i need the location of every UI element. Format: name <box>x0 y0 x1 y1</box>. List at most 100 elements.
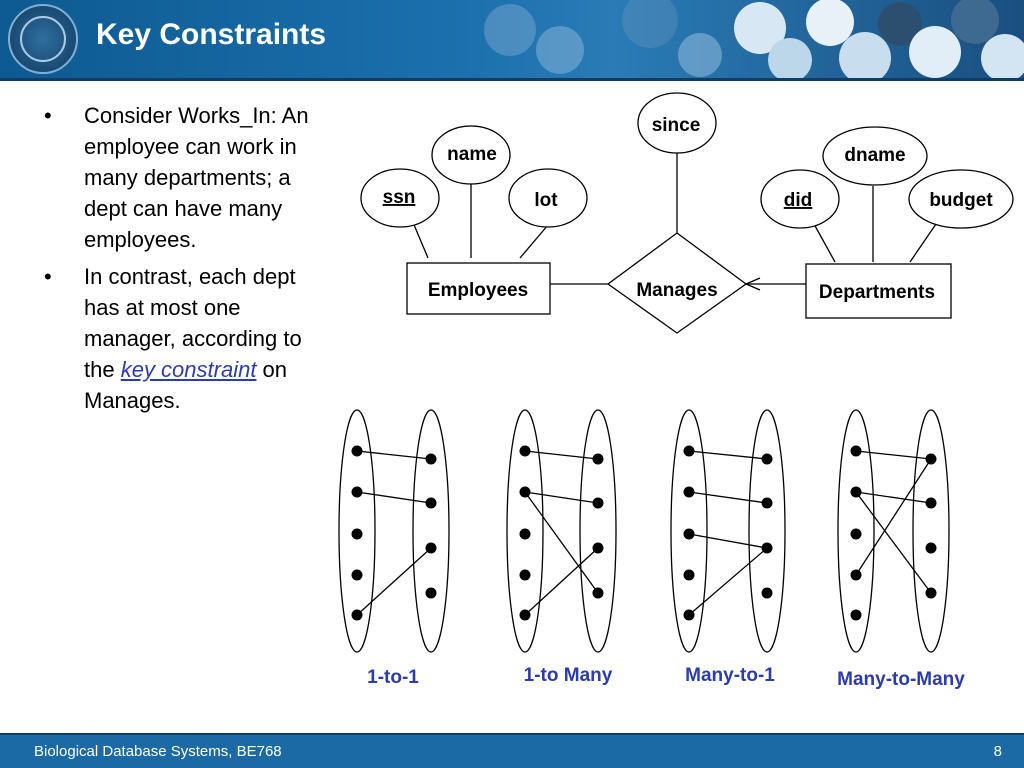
left-element-dot <box>683 528 695 540</box>
mapping-line <box>356 450 432 460</box>
left-element-dot <box>519 609 531 621</box>
label-many-to-one: Many-to-1 <box>685 665 775 686</box>
left-set-ellipse <box>837 409 875 653</box>
left-element-dot <box>850 569 862 581</box>
right-element-dot <box>925 453 937 465</box>
left-set-ellipse <box>338 409 376 653</box>
label-one-to-one: 1-to-1 <box>367 667 419 688</box>
mapping-line <box>524 491 599 504</box>
attribute-did <box>760 169 840 229</box>
mapping-line <box>524 450 599 460</box>
er-diagram: since name ssn lot dname did budget Empl… <box>338 92 1014 690</box>
mapping-line <box>356 547 432 616</box>
cardinality-one-to-one <box>338 409 450 653</box>
bullet-text-pre: In contrast, each dept has at most one m… <box>84 264 302 382</box>
right-element-dot <box>425 497 437 509</box>
right-element-dot <box>925 542 937 554</box>
right-element-dot <box>425 453 437 465</box>
mapping-line <box>855 491 932 594</box>
attribute-ssn <box>360 168 440 228</box>
seal-inner-ring <box>20 16 66 62</box>
left-element-dot <box>850 528 862 540</box>
mapping-line <box>688 533 768 549</box>
key-constraint-link[interactable]: key constraint <box>120 357 257 382</box>
right-element-dot <box>592 542 604 554</box>
left-element-dot <box>683 609 695 621</box>
bullet-item-key-constraint: • In contrast, each dept has at most one… <box>40 261 325 416</box>
right-element-dot <box>592 497 604 509</box>
molecule-banner-decoration <box>484 0 1024 78</box>
label-did: did <box>784 190 813 211</box>
left-element-dot <box>351 486 363 498</box>
label-departments: Departments <box>819 282 935 303</box>
footer-course: Biological Database Systems, BE768 <box>34 743 282 760</box>
right-set-ellipse <box>912 409 950 653</box>
relationship-manages <box>606 232 748 334</box>
mapping-line <box>855 491 932 504</box>
cardinality-examples <box>338 409 950 653</box>
bullet-dot: • <box>44 103 52 128</box>
right-element-dot <box>761 453 773 465</box>
label-lot: lot <box>534 190 558 211</box>
slide-header: Key Constraints <box>0 0 1024 81</box>
right-element-dot <box>761 497 773 509</box>
left-element-dot <box>519 528 531 540</box>
right-element-dot <box>592 453 604 465</box>
mapping-line <box>688 491 768 504</box>
mapping-line <box>855 458 932 576</box>
slide-title: Key Constraints <box>96 18 327 51</box>
label-one-to-many: 1-to Many <box>524 665 613 686</box>
mapping-line <box>356 491 432 504</box>
left-element-dot <box>519 569 531 581</box>
cardinality-many-to-one <box>670 409 786 653</box>
left-element-dot <box>683 569 695 581</box>
label-dname: dname <box>844 145 905 166</box>
left-element-dot <box>519 445 531 457</box>
university-seal-logo <box>8 4 78 74</box>
footer-page-number: 8 <box>993 743 1002 760</box>
mapping-line <box>524 491 599 594</box>
cardinality-one-to-many <box>506 409 617 653</box>
right-set-ellipse <box>412 409 450 653</box>
left-element-dot <box>351 528 363 540</box>
label-name: name <box>447 144 497 165</box>
right-element-dot <box>425 542 437 554</box>
label-manages: Manages <box>636 280 717 301</box>
bullet-item-works-in: • Consider Works_In: An employee can wor… <box>40 100 325 255</box>
bullet-list: • Consider Works_In: An employee can wor… <box>40 100 325 422</box>
left-set-ellipse <box>670 409 708 653</box>
right-element-dot <box>425 587 437 599</box>
right-element-dot <box>761 587 773 599</box>
right-element-dot <box>592 587 604 599</box>
mapping-line <box>855 450 932 460</box>
attribute-budget <box>908 169 1014 229</box>
left-element-dot <box>850 445 862 457</box>
label-ssn: ssn <box>383 187 416 208</box>
mapping-line <box>524 547 599 616</box>
attribute-name <box>431 125 511 185</box>
label-since: since <box>652 115 701 136</box>
left-element-dot <box>351 609 363 621</box>
right-set-ellipse <box>748 409 786 653</box>
entity-employees <box>406 262 551 315</box>
left-element-dot <box>850 486 862 498</box>
label-budget: budget <box>929 190 993 211</box>
slide-footer: Biological Database Systems, BE768 8 <box>0 733 1024 768</box>
cardinality-many-to-many <box>837 409 950 653</box>
right-element-dot <box>925 497 937 509</box>
left-element-dot <box>351 569 363 581</box>
mapping-line <box>688 450 768 460</box>
left-element-dot <box>351 445 363 457</box>
left-set-ellipse <box>506 409 544 653</box>
label-many-to-many: Many-to-Many <box>837 669 965 690</box>
left-element-dot <box>683 445 695 457</box>
right-element-dot <box>761 542 773 554</box>
left-element-dot <box>519 486 531 498</box>
attribute-dname <box>822 126 928 186</box>
right-set-ellipse <box>579 409 617 653</box>
bullet-text-post: on Manages. <box>84 357 288 413</box>
er-connectors <box>411 153 937 291</box>
left-element-dot <box>683 486 695 498</box>
attribute-since <box>637 92 717 154</box>
right-element-dot <box>925 587 937 599</box>
